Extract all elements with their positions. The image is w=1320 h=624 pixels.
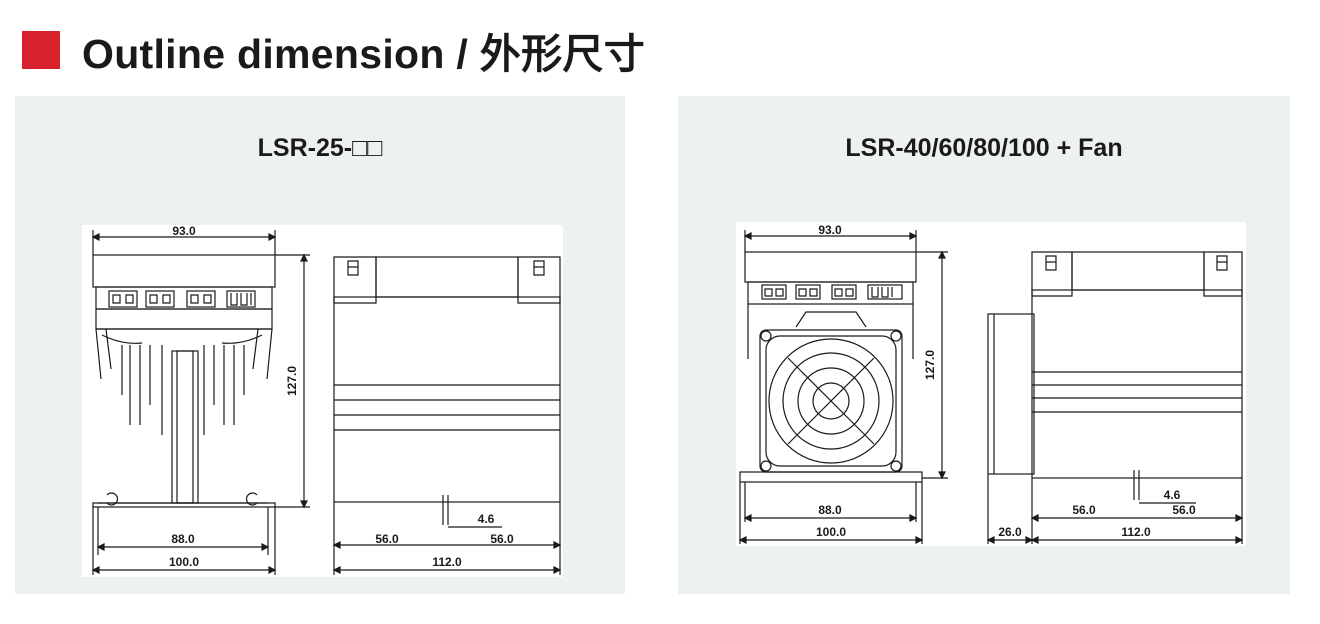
panel-lsr25: LSR-25-□□ bbox=[15, 96, 625, 594]
dim-top-width: 93.0 bbox=[818, 223, 842, 237]
dim-fan-offset: 26.0 bbox=[998, 525, 1022, 539]
dim-height: 127.0 bbox=[285, 366, 299, 396]
side-view-body bbox=[332, 256, 562, 575]
dim-side-left: 56.0 bbox=[375, 532, 399, 546]
dim-side-gap: 4.6 bbox=[1164, 488, 1181, 502]
drawing-svg: 93.0 127.0 88.0 100.0 56.0 56.0 4.6 112.… bbox=[738, 223, 1244, 544]
dim-side-total: 112.0 bbox=[1121, 525, 1151, 539]
panel-lsr-fan: LSR-40/60/80/100 + Fan bbox=[678, 96, 1290, 594]
dim-side-right: 56.0 bbox=[1172, 503, 1196, 517]
dim-base-outer: 100.0 bbox=[169, 555, 199, 569]
front-view-heatsink bbox=[91, 230, 310, 575]
page-title: Outline dimension / 外形尺寸 bbox=[82, 31, 646, 77]
side-view-fan bbox=[986, 251, 1244, 544]
dim-side-right: 56.0 bbox=[490, 532, 514, 546]
dim-base-outer: 100.0 bbox=[816, 525, 846, 539]
dim-side-gap: 4.6 bbox=[478, 512, 495, 526]
panel-title: LSR-25-□□ bbox=[257, 134, 383, 162]
page-header: Outline dimension / 外形尺寸 bbox=[22, 25, 645, 77]
dim-height: 127.0 bbox=[923, 350, 937, 380]
dimension-drawing: 93.0 127.0 88.0 100.0 56.0 56.0 4.6 112.… bbox=[82, 225, 563, 577]
drawing-svg: 93.0 127.0 88.0 100.0 56.0 56.0 4.6 112.… bbox=[91, 225, 562, 575]
front-view-fan bbox=[738, 230, 948, 544]
accent-square-icon bbox=[22, 31, 60, 69]
dim-top-width: 93.0 bbox=[172, 225, 196, 238]
dim-base-inner: 88.0 bbox=[171, 532, 195, 546]
panel-title: LSR-40/60/80/100 + Fan bbox=[845, 134, 1123, 162]
dim-side-total: 112.0 bbox=[432, 555, 462, 569]
dim-side-left: 56.0 bbox=[1072, 503, 1096, 517]
dim-base-inner: 88.0 bbox=[818, 503, 842, 517]
dimension-drawing: 93.0 127.0 88.0 100.0 56.0 56.0 4.6 112.… bbox=[736, 222, 1246, 546]
